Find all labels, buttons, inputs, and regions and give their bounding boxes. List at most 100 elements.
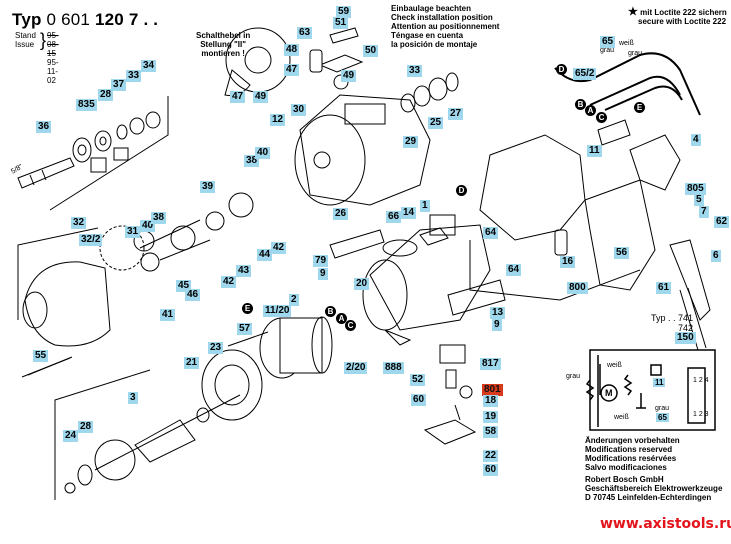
modification-note: Modifications reserved xyxy=(585,445,673,454)
part-label: 23 xyxy=(208,342,224,354)
schematic-wire-label: weiß xyxy=(607,362,622,369)
modification-note: Salvo modificaciones xyxy=(585,463,667,472)
company-division: Geschäftsbereich Elektrowerkzeuge xyxy=(585,484,723,493)
part-label: 21 xyxy=(184,357,200,369)
switch-terminals-bottom: 1 2 3 xyxy=(693,411,709,418)
typ-variant: Typ . . 741 xyxy=(651,313,694,323)
company-address: D 70745 Leinfelden-Echterdingen xyxy=(585,493,712,502)
website-link[interactable]: www.axistools.ru xyxy=(600,516,731,532)
part-label: 34 xyxy=(141,60,157,72)
part-label: 12 xyxy=(270,114,286,126)
part-label: 25 xyxy=(428,117,444,129)
connector-c-marker: C xyxy=(345,320,356,331)
part-label: 6 xyxy=(711,250,721,262)
part-label: 11/20 xyxy=(263,305,292,317)
connector-b-marker: B xyxy=(325,306,336,317)
stand-label: Stand xyxy=(15,31,36,40)
part-label: 9 xyxy=(318,268,328,280)
schematic-part-label: 65 xyxy=(656,413,669,422)
modification-note: Änderungen vorbehalten xyxy=(585,436,680,445)
stand-date: 95-08-15 xyxy=(47,31,59,58)
wire-color-label: grau xyxy=(600,47,615,54)
gear-housing-drawing xyxy=(294,94,431,206)
part-label: 18 xyxy=(483,395,499,407)
schematic-wire-label: weiß xyxy=(614,414,629,421)
motor-housing-drawing xyxy=(362,214,491,331)
installation-note-line: Einbaulage beachten xyxy=(391,4,472,13)
part-label: 28 xyxy=(98,89,114,101)
part-label: 11 xyxy=(587,145,602,157)
typ-variants: Typ . . 741 742 xyxy=(651,313,693,333)
connector-d-marker: D xyxy=(556,64,567,75)
schematic-wire-label: grau xyxy=(566,373,581,380)
schematic-part-label: 11 xyxy=(653,378,666,387)
part-label: 805 xyxy=(685,183,706,195)
part-label: 31 xyxy=(125,226,141,238)
installation-note-line: la posición de montaje xyxy=(391,40,478,49)
connector-e-marker: E xyxy=(242,303,253,314)
part-label: 39 xyxy=(200,181,216,193)
part-label: 29 xyxy=(403,136,419,148)
part-label: 9 xyxy=(492,319,502,331)
part-label: 16 xyxy=(560,256,576,268)
part-label: 4 xyxy=(691,134,701,146)
revision-block: Stand Issue } 95-08-15 95-11-02 xyxy=(15,31,59,85)
part-label: 7 xyxy=(699,206,709,218)
part-label: 20 xyxy=(354,278,370,290)
shift-lever-note-line: montieren ! xyxy=(201,49,245,58)
part-label: 42 xyxy=(271,242,287,254)
part-label: 43 xyxy=(236,265,252,277)
connector-a-marker: A xyxy=(336,313,347,324)
part-label: 47 xyxy=(230,91,246,103)
part-label: 22 xyxy=(483,450,499,462)
part-label: 835 xyxy=(76,99,97,111)
part-label: 49 xyxy=(253,91,269,103)
part-label: 50 xyxy=(363,45,379,57)
part-label: 14 xyxy=(401,207,417,219)
connector-b-marker: B xyxy=(575,99,586,110)
shift-lever-note-line: Schalthebel in xyxy=(196,31,251,40)
part-label: 33 xyxy=(126,70,142,82)
part-label: 63 xyxy=(297,27,313,39)
loctite-note-line: mit Loctite 222 sichern xyxy=(640,8,727,17)
part-label: 2/20 xyxy=(344,362,368,374)
part-label: 32/2 xyxy=(79,234,103,246)
part-label: 62 xyxy=(714,216,730,228)
typ-number-main: 120 7 . . xyxy=(94,10,159,29)
footer-notes: Änderungen vorbehalten Modifications res… xyxy=(585,436,722,502)
spindle-shaft-drawing xyxy=(17,157,75,189)
part-label: 3 xyxy=(128,392,138,404)
company-name: Robert Bosch GmbH xyxy=(585,475,664,484)
typ-word: Typ xyxy=(12,10,42,29)
part-label: 2 xyxy=(289,294,299,306)
part-label: 800 xyxy=(567,282,588,294)
part-label: 56 xyxy=(614,247,630,259)
motor-symbol: M xyxy=(605,388,613,398)
issue-date: 95-11-02 xyxy=(47,58,59,85)
schematic-wire-label: grau xyxy=(655,405,670,412)
wire-color-label: grau xyxy=(628,50,643,57)
installation-note-line: Attention au positionnement xyxy=(391,22,500,31)
wire-harness-drawing xyxy=(554,52,701,116)
part-label: 58 xyxy=(483,426,499,438)
part-label: 888 xyxy=(383,362,404,374)
bearing-stack-drawing xyxy=(72,111,161,173)
gear-set-drawing xyxy=(99,192,254,272)
connector-d-marker: D xyxy=(456,185,467,196)
part-label: 150 xyxy=(675,332,696,344)
part-label: 64 xyxy=(506,264,522,276)
typ-number-prefix: 0 601 xyxy=(46,10,91,29)
part-label: 42 xyxy=(221,276,237,288)
switch-electronics-drawing xyxy=(423,344,477,445)
part-label: 1 xyxy=(420,200,430,212)
part-label: 41 xyxy=(160,309,176,321)
cover-plate-drawing xyxy=(309,27,364,90)
part-label: 60 xyxy=(411,394,427,406)
part-label: 28 xyxy=(78,421,94,433)
part-label: 30 xyxy=(291,104,307,116)
shift-lever-note-line: Stellung "II" xyxy=(200,40,247,49)
issue-label: Issue xyxy=(15,40,35,49)
part-label-highlighted: 801 xyxy=(482,384,503,396)
installation-note: Einbaulage beachten Check installation p… xyxy=(391,4,499,49)
part-label: 37 xyxy=(111,79,127,91)
